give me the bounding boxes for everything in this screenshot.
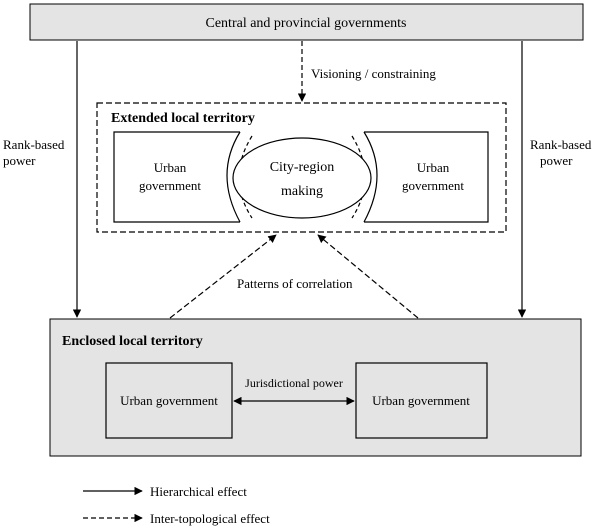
extended-left-urban-label-2: government <box>139 178 201 193</box>
enclosed-left-urban-label: Urban government <box>120 393 218 408</box>
enclosed-left-urban-box <box>105 362 233 439</box>
city-region-ellipse <box>232 137 372 219</box>
enclosed-right-urban-box <box>355 362 488 439</box>
extended-left-urban-box <box>113 131 240 223</box>
correlation-label: Patterns of correlation <box>237 276 353 291</box>
right-bracket-solid <box>363 131 378 223</box>
correlation-arrow-right <box>317 234 419 319</box>
rank-power-right-label: Rank-based <box>530 137 592 152</box>
extended-right-urban-box <box>364 131 489 223</box>
city-region-label-2: making <box>281 184 323 199</box>
extended-right-urban-label-2: government <box>402 178 464 193</box>
extended-left-urban-label: Urban <box>154 160 187 175</box>
extended-territory-frame <box>96 102 507 233</box>
rank-power-left-label-2: power <box>3 153 36 168</box>
correlation-arrow-left <box>169 234 277 319</box>
enclosed-right-urban-label: Urban government <box>372 393 470 408</box>
central-governments-label: Central and provincial governments <box>206 16 407 31</box>
rank-power-right-label-2: power <box>540 153 573 168</box>
central-governments-box <box>29 3 584 41</box>
legend-hierarchical-label: Hierarchical effect <box>150 484 247 499</box>
visioning-label: Visioning / constraining <box>311 66 436 81</box>
left-bracket-solid <box>226 131 241 223</box>
city-region-label: City-region <box>270 160 335 175</box>
legend-intertopological-label: Inter-topological effect <box>150 511 270 526</box>
rank-power-left-label: Rank-based <box>3 137 65 152</box>
enclosed-territory-title: Enclosed local territory <box>62 334 203 349</box>
extended-territory-title: Extended local territory <box>111 111 255 126</box>
jurisdictional-label: Jurisdictional power <box>245 376 343 390</box>
extended-right-urban-label: Urban <box>417 160 450 175</box>
